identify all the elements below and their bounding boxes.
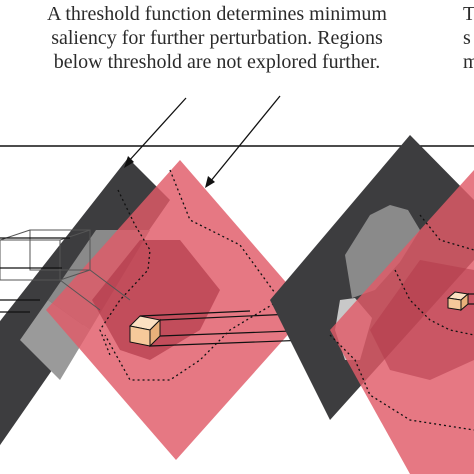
caption-arrows bbox=[127, 95, 281, 183]
caption-line-2: saliency for further perturbation. Regio… bbox=[51, 27, 383, 49]
caption-line-3: below threshold are not explored further… bbox=[53, 51, 381, 73]
right-dotted-region-2 bbox=[394, 269, 474, 336]
arrow-head-dark bbox=[124, 156, 134, 168]
left-connectors bbox=[0, 237, 70, 313]
right-gray-region bbox=[345, 205, 420, 298]
left-dotted-region-2 bbox=[99, 189, 151, 356]
left-probe-prism bbox=[128, 315, 162, 348]
left-dotted-region bbox=[104, 169, 281, 381]
right-red-region bbox=[370, 260, 474, 380]
cropped-caption-line-3: m bbox=[463, 51, 474, 73]
threshold-caption: A threshold function determines minimum … bbox=[47, 2, 387, 74]
cropped-caption-line-2: s bbox=[463, 27, 471, 49]
right-dotted-region bbox=[419, 214, 474, 251]
right-probe-connectors bbox=[468, 293, 474, 305]
cropped-caption: T s m bbox=[463, 2, 474, 74]
left-red-region bbox=[92, 240, 220, 360]
arrow-head-red bbox=[205, 176, 215, 188]
caption-line-1: A threshold function determines minimum bbox=[47, 3, 387, 25]
cropped-caption-line-1: T bbox=[463, 3, 474, 25]
